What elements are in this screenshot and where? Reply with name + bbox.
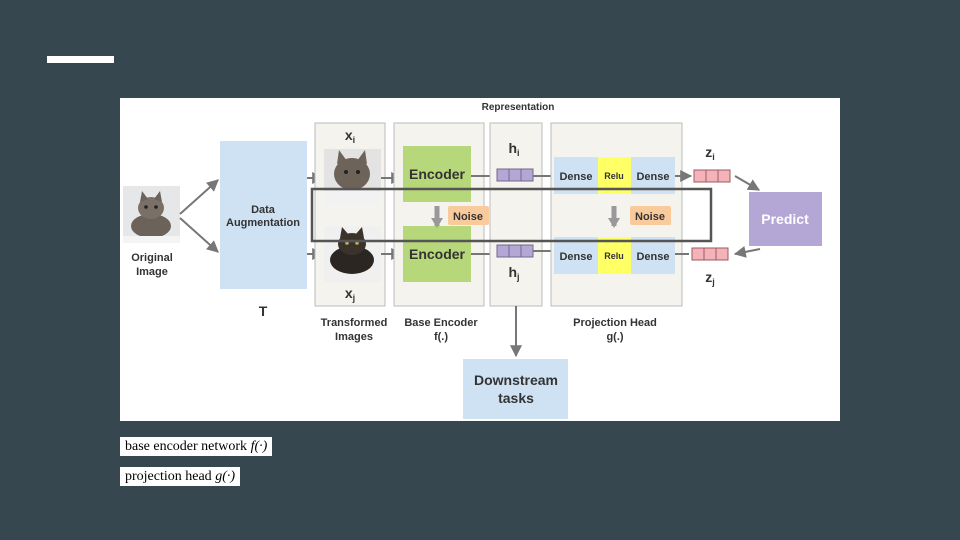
downstream-label-2: tasks	[498, 390, 534, 406]
augmentation-label-1: Data	[251, 204, 276, 216]
noise-box-encoder	[448, 206, 489, 225]
arrow-to-augmentation-top	[179, 179, 219, 215]
zj-vector	[691, 247, 729, 261]
hi-label: hi	[508, 140, 519, 158]
original-image-label-2: Image	[136, 266, 168, 278]
downstream-tasks-box	[463, 359, 568, 419]
representation-header: Representation	[482, 102, 555, 113]
noise-arrow-head-head	[608, 218, 620, 228]
predict-box	[749, 192, 822, 246]
dense-box-bottom-1	[554, 237, 598, 274]
representation-column	[489, 122, 543, 307]
noise-highlight-rect	[310, 187, 713, 243]
xi-label: xi	[345, 127, 355, 145]
transformed-label-1: Transformed	[321, 317, 388, 329]
diagram-svg: Representation Original Image Data Augme…	[123, 102, 822, 419]
note-projection-head-math: g(·)	[215, 469, 236, 484]
projection-label-1: Projection Head	[573, 317, 657, 329]
xj-label: xj	[345, 285, 355, 303]
note-base-encoder-math: f(·)	[250, 439, 268, 454]
encoder-label-top: Encoder	[409, 166, 466, 182]
hj-label: hj	[508, 264, 519, 282]
zj-label: zj	[705, 269, 715, 287]
transformed-cat-image-i	[324, 149, 381, 205]
dense-box-bottom-2	[631, 237, 675, 274]
noise-arrow-head-encoder	[431, 218, 443, 228]
simclr-diagram: Representation Original Image Data Augme…	[120, 98, 840, 421]
base-encoder-label-2: f(.)	[434, 331, 448, 343]
data-augmentation-box	[220, 141, 307, 289]
augmentation-label-2: Augmentation	[226, 217, 300, 229]
hj-vector	[496, 244, 534, 258]
encoder-label-bottom: Encoder	[409, 246, 466, 262]
predict-label: Predict	[761, 211, 809, 227]
dense-label-top-2: Dense	[636, 171, 669, 183]
transformed-cat-image-j	[324, 226, 381, 282]
augmentation-symbol: T	[259, 303, 268, 319]
original-cat-image	[123, 186, 180, 243]
dense-label-top-1: Dense	[559, 171, 592, 183]
note-projection-head: projection head g(·)	[120, 467, 241, 486]
relu-label-top: Relu	[604, 171, 624, 181]
relu-box-bottom	[598, 237, 631, 274]
encoder-box-top	[403, 146, 471, 202]
note-base-encoder-text: base encoder network	[125, 439, 248, 454]
zi-vector	[693, 169, 731, 183]
dense-label-bottom-1: Dense	[559, 251, 592, 263]
dense-label-bottom-2: Dense	[636, 251, 669, 263]
downstream-label-1: Downstream	[474, 372, 558, 388]
note-base-encoder: base encoder network f(·)	[120, 437, 273, 456]
noise-box-head	[630, 206, 671, 225]
zi-label: zi	[705, 144, 715, 162]
transformed-label-2: Images	[335, 331, 373, 343]
note-projection-head-text: projection head	[125, 469, 212, 484]
noise-label-head: Noise	[635, 211, 665, 223]
slide-title-bar	[47, 56, 114, 63]
base-encoder-label-1: Base Encoder	[404, 317, 478, 329]
arrow-predict-to-zj	[733, 245, 761, 258]
arrow-zi-to-predict	[734, 175, 761, 191]
arrow-to-augmentation-bottom	[179, 217, 219, 253]
projection-label-2: g(.)	[606, 331, 623, 343]
original-image-label-1: Original	[131, 252, 173, 264]
encoder-box-bottom	[403, 226, 471, 282]
hi-vector	[496, 168, 534, 182]
relu-label-bottom: Relu	[604, 251, 624, 261]
noise-label-encoder: Noise	[453, 211, 483, 223]
